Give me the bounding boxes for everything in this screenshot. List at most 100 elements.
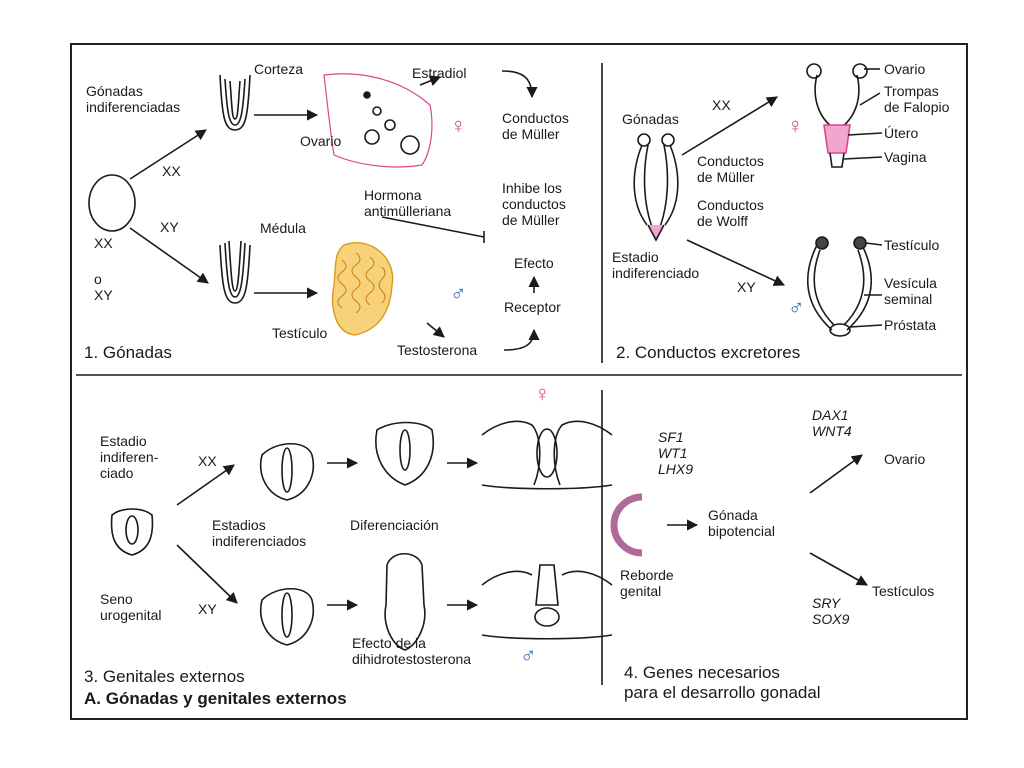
leader-prostata <box>849 324 883 328</box>
female-symbol-genital: ♀ <box>534 381 551 406</box>
female-symbol-ducts: ♀ <box>787 113 804 138</box>
indifferent-gonad-shape <box>88 174 136 232</box>
label-trompas-falopio: Trompas de Falopio <box>884 83 950 115</box>
label-receptor: Receptor <box>504 299 561 315</box>
label-xy-arrow: XY <box>160 219 179 235</box>
leader-vagina <box>843 156 883 160</box>
label-estadios-indiferenciados: Estadios indiferenciados <box>212 517 307 549</box>
male-external-genitals <box>481 570 613 640</box>
label-testiculos: Testículos <box>872 583 935 599</box>
ovary-right <box>852 63 868 79</box>
label-xx: XX <box>712 97 731 113</box>
indifferent-gonad-left <box>637 133 651 147</box>
label-testosterona: Testosterona <box>397 342 478 358</box>
medulla-gonad-shape <box>219 240 251 304</box>
label-genes-sf1-wt1-lhx9: SF1 WT1 LHX9 <box>658 429 694 477</box>
label-xy: XY <box>737 279 756 295</box>
prostate-shape <box>829 323 851 337</box>
diagram-artwork <box>76 63 962 685</box>
leader-utero <box>847 132 883 136</box>
label-conductos-muller: Conductos de Müller <box>697 153 764 185</box>
genital-xy-slit <box>281 592 293 638</box>
penis-shape <box>535 564 559 606</box>
follicle-ring <box>400 135 420 155</box>
male-symbol: ♂ <box>450 281 467 306</box>
uterus-shape <box>823 124 851 154</box>
label-estradiol: Estradiol <box>412 65 467 81</box>
label-prostata: Próstata <box>884 317 937 333</box>
label-testiculo-ducts: Testículo <box>884 237 940 253</box>
ovary-shape <box>323 73 433 168</box>
fallopian-tubes-shape <box>814 74 860 128</box>
testis-shape <box>331 242 394 336</box>
label-xx-left: XX <box>94 235 113 251</box>
figure-frame: Gónadas indiferenciadas Corteza Estradio… <box>70 43 968 720</box>
label-seno-urogenital: Seno urogenital <box>100 591 162 623</box>
seminiferous-tubules <box>337 252 386 314</box>
cortex-gonad-shape <box>219 74 251 131</box>
male-symbol-genital: ♂ <box>520 643 537 668</box>
genital-xx-stage2 <box>375 421 434 486</box>
label-xx-arrow: XX <box>162 163 181 179</box>
indifferent-genital-shape <box>110 508 154 556</box>
label-estadio-indiferenciado: Estadio indiferenciado <box>612 249 700 281</box>
label-hormona-antimulleriana: Hormona antimülleriana <box>364 187 452 219</box>
label-inhibe-conductos: Inhibe los conductos de Müller <box>502 180 566 228</box>
wolffian-ducts-male-shape <box>807 244 872 331</box>
label-genes-sry-sox9: SRY SOX9 <box>812 595 850 627</box>
male-symbol-ducts: ♂ <box>788 295 805 320</box>
label-vesicula-seminal: Vesícula seminal <box>884 275 937 307</box>
genital-tubercle-shape <box>125 515 139 545</box>
label-conductos-wolff: Conductos de Wolff <box>697 197 764 229</box>
vagina-shape <box>829 152 845 168</box>
label-efecto-dht: Efecto de la dihidrotestosterona <box>352 635 472 667</box>
genital-xx-slit <box>281 447 293 493</box>
label-ovario: Ovario <box>884 451 926 467</box>
follicle-ring <box>364 129 380 145</box>
testis-left <box>815 236 829 250</box>
arrow-testosterone <box>426 322 445 338</box>
label-ovario-ducts: Ovario <box>884 61 926 77</box>
indifferent-ducts-shape <box>633 144 679 228</box>
figure-footer-title: A. Gónadas y genitales externos <box>84 689 347 708</box>
label-genes-dax1-wnt4: DAX1 WNT4 <box>812 407 852 439</box>
label-testiculo: Testículo <box>272 325 328 341</box>
genital-xy-stage2 <box>384 552 426 651</box>
label-vagina: Vagina <box>884 149 927 165</box>
label-gonadas-indiferenciadas: Gónadas indiferenciadas <box>86 83 181 115</box>
arrow-xy-ducts <box>686 239 786 286</box>
female-external-genitals <box>481 420 613 490</box>
arrow-xx-genital <box>176 464 235 506</box>
panel2-title: 2. Conductos excretores <box>616 343 801 362</box>
genital-ridge-arc <box>610 493 643 557</box>
label-o-xy: o XY <box>94 271 113 303</box>
arrow-xy-gonad <box>129 227 209 284</box>
label-gonada-bipotencial: Gónada bipotencial <box>708 507 775 539</box>
label-diferenciacion: Diferenciación <box>350 517 439 533</box>
leader-trompas <box>859 92 881 106</box>
vulva-shape <box>536 428 558 478</box>
label-corteza: Corteza <box>254 61 304 77</box>
testis-right <box>853 236 867 250</box>
label-xy: XY <box>198 601 217 617</box>
label-utero: Útero <box>884 125 919 141</box>
panel3-title: 3. Genitales externos <box>84 667 245 686</box>
indifferent-gonad-right <box>661 133 675 147</box>
scrotum-shape <box>534 607 560 627</box>
arrow-xx-gonad <box>129 129 207 180</box>
ovary-left <box>806 63 822 79</box>
arrow-xy-genital <box>176 544 238 604</box>
panel4-title: 4. Genes necesarios para el desarrollo g… <box>624 663 821 702</box>
arrow-estradiol <box>419 75 442 86</box>
label-medula: Médula <box>260 220 306 236</box>
panel1-title: 1. Gónadas <box>84 343 172 362</box>
follicle-dot <box>363 91 371 99</box>
arrow-xx-ducts <box>681 96 778 156</box>
genital-xy-stage1 <box>260 588 314 646</box>
label-ovario: Ovario <box>300 133 342 149</box>
label-estadio-indiferenciado: Estadio indiferen- ciado <box>100 433 159 481</box>
label-conductos-muller: Conductos de Müller <box>502 110 569 142</box>
label-xx: XX <box>198 453 217 469</box>
arrow-to-testis <box>809 552 868 586</box>
inhibit-line <box>381 216 485 238</box>
